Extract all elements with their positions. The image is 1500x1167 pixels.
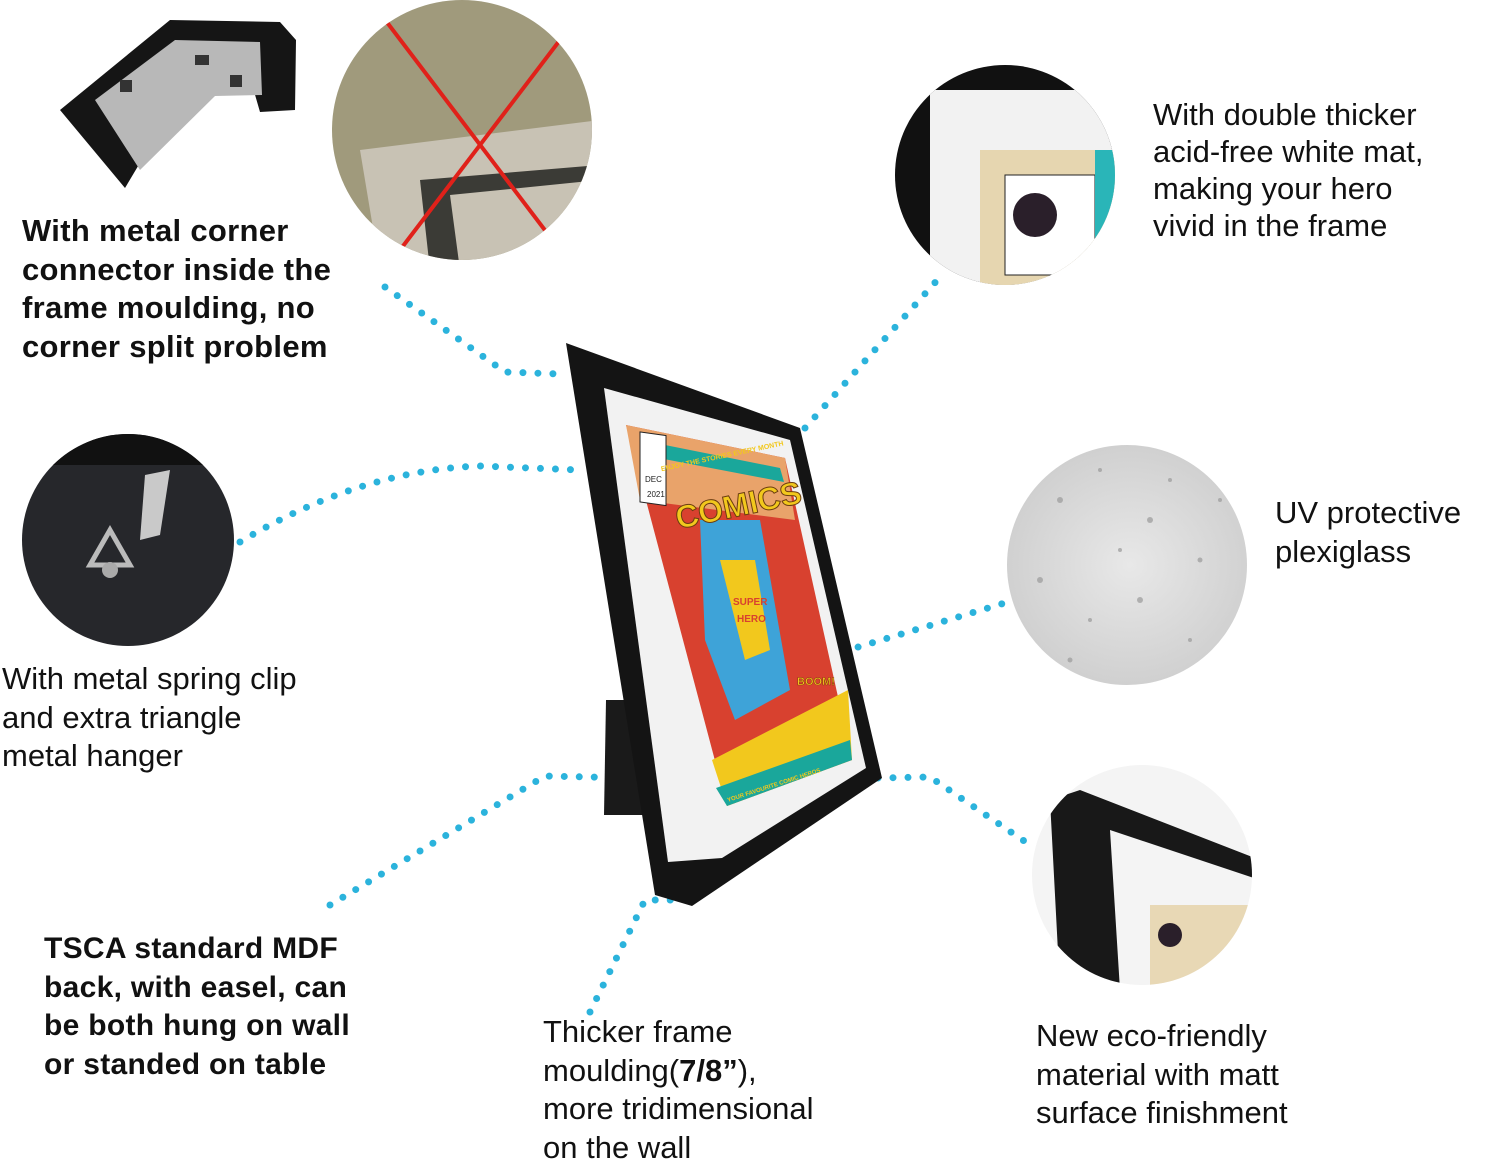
poster-shirt-top: SUPER	[733, 597, 768, 608]
poster-year: 2021	[647, 490, 665, 499]
caption-white-mat: With double thicker acid-free white mat,…	[1153, 96, 1424, 244]
poster-shirt-bottom: HERO	[737, 614, 766, 625]
caption-line: or standed on table	[44, 1046, 350, 1085]
caption-text: ),	[738, 1053, 757, 1088]
caption-line: Thicker frame	[543, 1013, 814, 1052]
caption-line: and extra triangle	[2, 699, 297, 738]
caption-line: plexiglass	[1275, 533, 1461, 572]
caption-line: on the wall	[543, 1129, 814, 1167]
poster-month: DEC	[645, 475, 662, 484]
caption-line: frame moulding, no	[22, 289, 331, 328]
caption-line: With double thicker	[1153, 96, 1424, 133]
moulding-size: 7/8”	[679, 1053, 738, 1088]
caption-line: back, with easel, can	[44, 969, 350, 1008]
caption-line: vivid in the frame	[1153, 207, 1424, 244]
caption-text: moulding(	[543, 1053, 679, 1088]
caption-line: acid-free white mat,	[1153, 133, 1424, 170]
caption-spring-clip: With metal spring clip and extra triangl…	[2, 660, 297, 776]
caption-corner-connector: With metal corner connector inside the f…	[22, 212, 331, 366]
caption-line: TSCA standard MDF	[44, 930, 350, 969]
caption-line: material with matt	[1036, 1056, 1288, 1095]
caption-eco-material: New eco-friendly material with matt surf…	[1036, 1017, 1288, 1133]
caption-line: moulding(7/8”),	[543, 1052, 814, 1091]
caption-line: UV protective	[1275, 494, 1461, 533]
caption-line: With metal corner	[22, 212, 331, 251]
caption-line: With metal spring clip	[2, 660, 297, 699]
caption-moulding: Thicker frame moulding(7/8”), more tridi…	[543, 1013, 814, 1167]
caption-line: making your hero	[1153, 170, 1424, 207]
caption-line: surface finishment	[1036, 1094, 1288, 1133]
caption-line: be both hung on wall	[44, 1007, 350, 1046]
caption-mdf-back: TSCA standard MDF back, with easel, can …	[44, 930, 350, 1084]
caption-line: more tridimensional	[543, 1090, 814, 1129]
poster-badge: BOOM!	[797, 676, 835, 688]
caption-plexiglass: UV protective plexiglass	[1275, 494, 1461, 571]
caption-line: corner split problem	[22, 328, 331, 367]
caption-line: New eco-friendly	[1036, 1017, 1288, 1056]
caption-line: connector inside the	[22, 251, 331, 290]
caption-line: metal hanger	[2, 737, 297, 776]
